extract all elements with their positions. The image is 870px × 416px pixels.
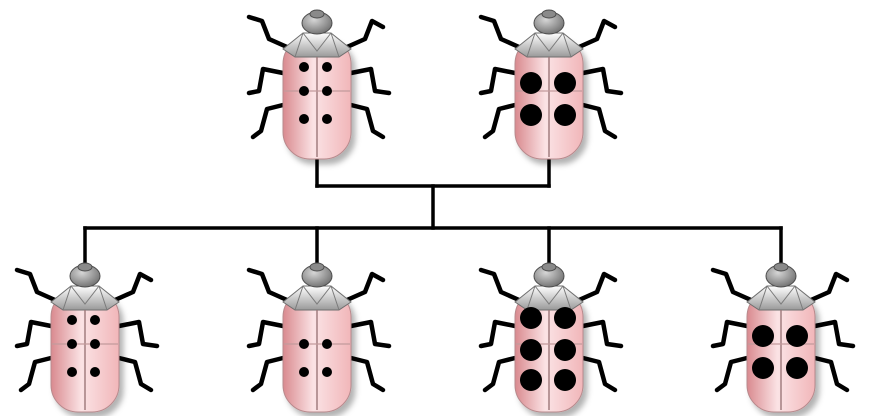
pronotum <box>515 286 583 310</box>
spot <box>322 62 332 72</box>
spot <box>554 369 576 391</box>
ladybugs <box>17 10 853 412</box>
spot <box>752 325 774 347</box>
spot <box>554 104 576 126</box>
spot <box>299 62 309 72</box>
spot <box>752 357 774 379</box>
spot <box>299 367 309 377</box>
spot <box>322 114 332 124</box>
spot <box>554 307 576 329</box>
spot <box>554 339 576 361</box>
ladybug-offspring-1 <box>17 263 157 412</box>
pronotum <box>283 286 351 310</box>
spot <box>90 339 100 349</box>
spot <box>299 114 309 124</box>
spot <box>520 72 542 94</box>
spot <box>322 86 332 96</box>
spot <box>67 339 77 349</box>
pronotum <box>51 286 119 310</box>
spot <box>520 339 542 361</box>
spot <box>520 307 542 329</box>
spot <box>786 357 808 379</box>
spot <box>786 325 808 347</box>
pronotum <box>515 33 583 57</box>
spot <box>67 315 77 325</box>
ladybug-offspring-4 <box>713 263 853 412</box>
spot <box>299 339 309 349</box>
spot <box>322 339 332 349</box>
ladybug-parent-large-spots <box>481 10 621 159</box>
spot <box>90 315 100 325</box>
pedigree-lines <box>85 158 781 262</box>
pronotum <box>747 286 815 310</box>
spot <box>520 369 542 391</box>
spot <box>67 367 77 377</box>
spot <box>299 86 309 96</box>
ladybug-offspring-2 <box>249 263 389 412</box>
spot <box>322 367 332 377</box>
spot <box>90 367 100 377</box>
pronotum <box>283 33 351 57</box>
ladybug-parent-small-spots <box>249 10 389 159</box>
ladybug-offspring-3 <box>481 263 621 412</box>
spot <box>554 72 576 94</box>
spot <box>520 104 542 126</box>
